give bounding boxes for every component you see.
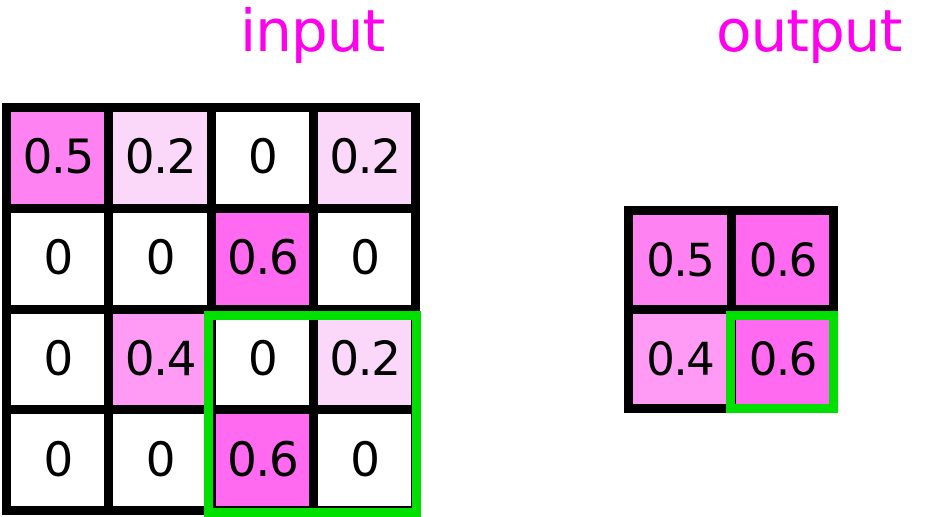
cell-value: 0.4 (646, 332, 715, 386)
input-cell-r4c3[interactable]: 0.6 (215, 414, 309, 506)
input-cell-r4c1[interactable]: 0 (11, 414, 105, 506)
cell-value: 0 (350, 432, 380, 488)
output-cell-r2c2[interactable]: 0.6 (735, 314, 829, 404)
output-cell-r1c2[interactable]: 0.6 (735, 215, 829, 305)
cell-value: 0 (247, 130, 278, 186)
input-cell-r3c2[interactable]: 0.4 (113, 313, 207, 406)
cell-value: 0.2 (329, 331, 401, 387)
input-cell-r1c4[interactable]: 0.2 (317, 112, 411, 204)
input-cell-r2c3[interactable]: 0.6 (215, 212, 309, 305)
input-matrix: 0.5 0.2 0 0.2 0 0 0.6 0 0 0.4 0 0.2 0 0 … (2, 103, 420, 515)
input-cell-r1c1[interactable]: 0.5 (11, 112, 105, 204)
cell-value: 0.2 (329, 130, 401, 186)
input-cell-r1c2[interactable]: 0.2 (113, 112, 207, 204)
input-cell-r3c4[interactable]: 0.2 (317, 313, 411, 406)
input-cell-r1c3[interactable]: 0 (215, 112, 309, 204)
output-matrix: 0.5 0.6 0.4 0.6 (624, 206, 838, 413)
cell-value: 0 (350, 231, 380, 287)
input-cell-r2c2[interactable]: 0 (113, 212, 207, 305)
cell-value: 0 (145, 432, 176, 488)
cell-value: 0 (43, 432, 73, 488)
input-panel-title: input (240, 0, 385, 65)
cell-value: 0.5 (646, 233, 715, 287)
cell-value: 0.6 (227, 231, 299, 287)
cell-value: 0 (43, 331, 73, 387)
input-cell-r2c1[interactable]: 0 (11, 212, 105, 305)
input-cell-r3c1[interactable]: 0 (11, 313, 105, 406)
input-cell-r2c4[interactable]: 0 (317, 212, 411, 305)
cell-value: 0.6 (748, 233, 818, 287)
cell-value: 0.5 (22, 130, 95, 186)
output-cell-r2c1[interactable]: 0.4 (633, 314, 727, 404)
cell-value: 0.6 (748, 332, 818, 386)
cell-value: 0 (247, 331, 278, 387)
cell-value: 0 (145, 231, 176, 287)
input-cell-r4c4[interactable]: 0 (317, 414, 411, 506)
cell-value: 0.4 (124, 331, 197, 387)
output-panel-title: output (716, 0, 902, 65)
input-cell-r4c2[interactable]: 0 (113, 414, 207, 506)
cell-value: 0 (43, 231, 73, 287)
output-cell-r1c1[interactable]: 0.5 (633, 215, 727, 305)
cell-value: 0.2 (124, 130, 197, 186)
input-cell-r3c3[interactable]: 0 (215, 313, 309, 406)
cell-value: 0.6 (227, 432, 299, 488)
